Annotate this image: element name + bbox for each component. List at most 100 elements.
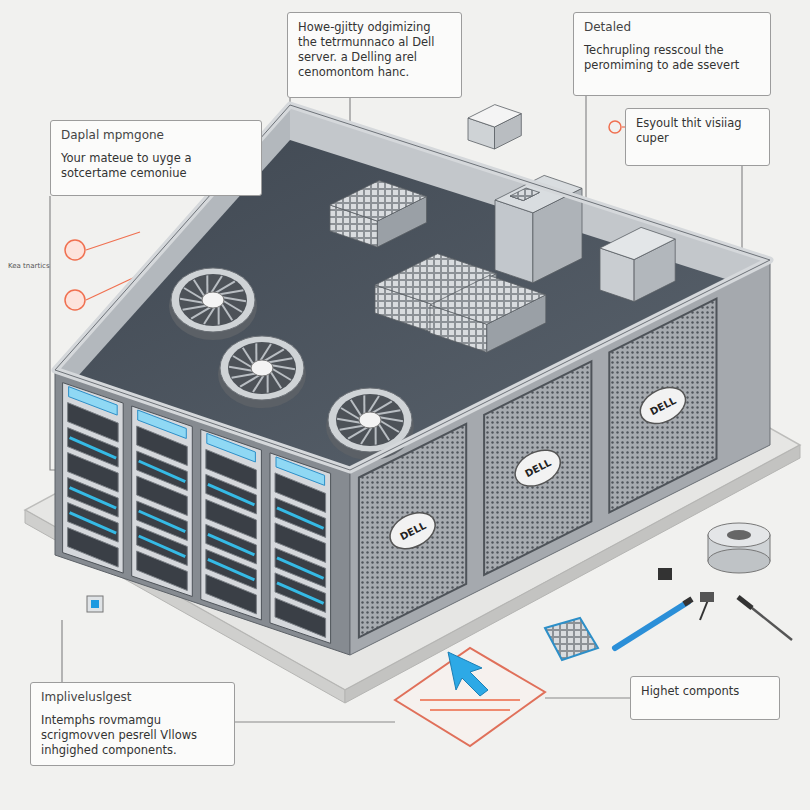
light-ray <box>679 236 681 300</box>
light-ray <box>561 300 563 368</box>
status-light <box>277 508 324 529</box>
fan-blade <box>183 305 208 309</box>
side-face <box>350 260 770 655</box>
drive-slot <box>206 574 257 614</box>
callout-box: ImpliveluslgestIntemphs rovmamgu scrigmo… <box>30 682 235 766</box>
light-ray <box>334 180 336 300</box>
light-ray <box>349 300 351 378</box>
fan-blade <box>376 410 401 414</box>
front-face <box>55 370 350 655</box>
drive-tower <box>495 200 533 283</box>
callout-box: Highet componts <box>630 676 780 720</box>
callout-marker <box>609 121 621 133</box>
status-light <box>277 558 324 579</box>
fan-blade <box>267 373 269 392</box>
leader-line <box>61 620 62 682</box>
light-ray <box>339 180 341 300</box>
fan-housing <box>228 342 296 394</box>
fan-blade <box>268 358 293 362</box>
light-ray <box>284 180 286 300</box>
light-ray <box>324 180 326 300</box>
light-ray <box>299 180 301 300</box>
spare-fan <box>708 549 770 573</box>
spare-fan <box>727 530 751 540</box>
light-ray <box>329 180 331 300</box>
light-ray <box>339 300 341 378</box>
light-ray <box>364 300 366 378</box>
fan-blade <box>221 297 246 301</box>
callout-box: DetaledTechrupling resscoul the peromimi… <box>573 12 771 96</box>
light-ray <box>369 300 371 378</box>
status-light <box>277 583 324 604</box>
drive-slot <box>68 528 119 568</box>
heatsink <box>545 618 598 660</box>
server-bay <box>270 453 331 644</box>
light-ray <box>319 300 321 378</box>
status-light <box>70 513 117 534</box>
fan-blade <box>340 425 365 429</box>
light-ray <box>354 300 356 378</box>
server-bay <box>201 429 262 620</box>
logo-badge <box>634 380 691 430</box>
light-ray <box>289 180 291 300</box>
light-ray <box>546 300 548 368</box>
status-light <box>139 461 186 482</box>
inner-wall <box>290 105 770 290</box>
status-light <box>70 438 117 459</box>
tablet <box>395 648 545 746</box>
memory-module <box>468 105 521 127</box>
light-ray <box>294 180 296 300</box>
light-ray <box>689 236 691 300</box>
leader-line <box>235 721 395 722</box>
fan-housing <box>220 336 304 400</box>
light-ray <box>314 180 316 300</box>
fan-blade <box>363 395 365 414</box>
fan-hub <box>202 292 224 308</box>
logo-badge <box>384 506 441 556</box>
fan-hub <box>359 412 381 428</box>
callout-box: Daplal mpmgoneYour mateue to uyge a sotc… <box>50 120 262 196</box>
spare-fan <box>708 523 770 547</box>
light-ray <box>556 300 558 368</box>
brush <box>700 600 708 620</box>
light-ray <box>551 300 553 368</box>
logo-badge <box>509 443 566 493</box>
brush <box>700 592 714 602</box>
fan-blade <box>194 280 205 297</box>
callout-heading: Impliveluslgest <box>41 690 224 705</box>
light-ray <box>334 300 336 378</box>
status-light <box>208 534 255 555</box>
light-ray <box>309 300 311 378</box>
callout-text: Intemphs rovmamgu scrigmovven pesrell Vl… <box>41 713 224 758</box>
light-ray <box>314 300 316 378</box>
fan-housing <box>171 268 255 332</box>
callout-text: Your mateue to uyge a sotcertame cemoniu… <box>61 151 251 181</box>
status-light <box>139 536 186 557</box>
drive-tower <box>510 188 539 201</box>
light-ray <box>591 300 593 368</box>
light-ray <box>324 300 326 378</box>
light-ray <box>596 300 598 368</box>
light-ray <box>586 300 588 368</box>
fan-blade <box>243 348 254 365</box>
fan-blade <box>221 303 232 320</box>
note-text: Kea tnartics <box>8 262 50 270</box>
pencil <box>615 602 688 648</box>
light-ray <box>359 300 361 378</box>
drive-slot <box>137 551 188 591</box>
light-ray <box>344 300 346 378</box>
fan-blade <box>219 290 244 294</box>
fan-blade <box>351 400 362 417</box>
fan-hub <box>251 360 273 376</box>
server-bay <box>63 383 124 573</box>
heatsink <box>330 180 427 221</box>
fan-blade <box>255 343 257 362</box>
fan-housing <box>336 394 404 446</box>
fan-blade <box>270 365 295 369</box>
callout-box: Howe-gjitty odgimizing the tetrmunnaco a… <box>287 12 462 98</box>
light-ray <box>304 180 306 300</box>
fan-housing <box>179 274 247 326</box>
enclosure-rim <box>55 105 770 470</box>
screwdriver <box>738 597 752 608</box>
